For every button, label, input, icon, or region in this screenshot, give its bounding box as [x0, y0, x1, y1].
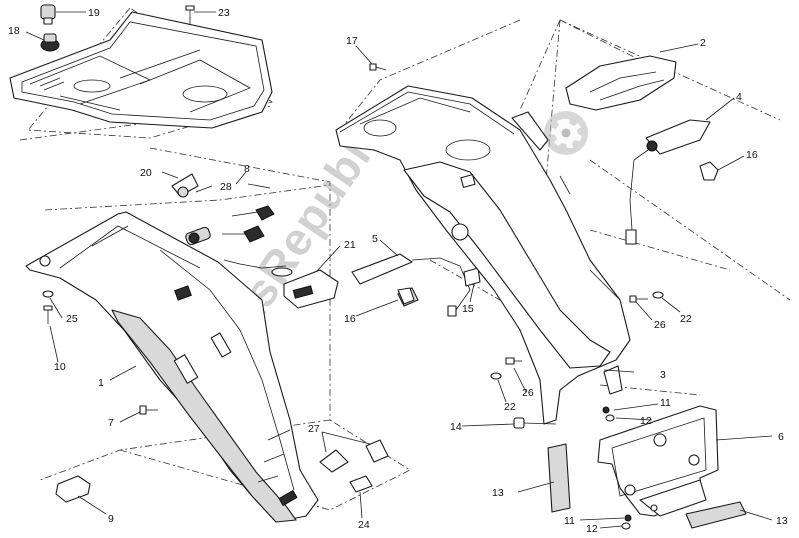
callout-7: 7: [108, 417, 114, 429]
part-indicator-4: [625, 119, 711, 245]
part-screw-26a: [629, 295, 648, 303]
part-harness-5: [351, 253, 471, 317]
part-fender-1: [25, 211, 319, 523]
part-lock-28: [185, 226, 211, 246]
part-keys-8: [222, 183, 275, 243]
callout-14: 14: [450, 421, 462, 433]
callout-5: 5: [372, 233, 378, 245]
callout-26b: 26: [522, 387, 534, 399]
part-screw-10: [43, 305, 53, 324]
part-latch-21: [223, 259, 339, 309]
part-rack: [9, 11, 273, 129]
part-nut-11a: [602, 406, 610, 414]
part-cover-9: [55, 475, 91, 503]
callout-12b: 12: [586, 523, 598, 535]
callout-20: 20: [140, 167, 152, 179]
part-reflector-13b: [685, 501, 747, 529]
part-washer-22a: [652, 291, 664, 299]
callout-15: 15: [462, 303, 474, 315]
callout-22a: 22: [680, 313, 692, 325]
callout-8: 8: [244, 163, 250, 175]
part-clip-20: [171, 173, 199, 198]
callout-16a: 16: [746, 149, 758, 161]
part-grommet-18: [40, 33, 60, 52]
part-bulb-16a: [699, 161, 719, 181]
part-washer-12a: [605, 414, 615, 422]
callout-13b: 13: [776, 515, 788, 527]
gear-icon: [544, 111, 588, 155]
callout-11b: 11: [564, 515, 575, 527]
part-clip-15: [463, 267, 481, 287]
part-bolt-23: [185, 5, 195, 26]
callout-11a: 11: [660, 397, 671, 409]
leader-lines: [25, 11, 773, 529]
callout-25: 25: [66, 313, 78, 325]
callout-23: 23: [218, 7, 230, 19]
callout-2: 2: [700, 37, 706, 49]
part-screw-26b: [505, 357, 522, 365]
part-nut-11b: [624, 514, 632, 522]
part-clip-24: [349, 475, 373, 493]
part-subframe: [335, 85, 631, 425]
callout-3: 3: [660, 369, 666, 381]
callout-22b: 22: [504, 401, 516, 413]
callout-labels: 19 23 18 17 2 4 16 8 20 28 21 5 15 16 25…: [8, 7, 788, 535]
callout-27: 27: [308, 423, 320, 435]
callout-19: 19: [88, 7, 100, 19]
part-taillight-2: [565, 55, 677, 111]
callout-16b: 16: [344, 313, 356, 325]
part-screw-7: [139, 405, 158, 415]
callout-6: 6: [778, 431, 784, 443]
callout-17: 17: [346, 35, 358, 47]
part-plate-holder-6: [597, 405, 719, 517]
part-washer-12b: [621, 522, 631, 530]
part-washer-22b: [490, 372, 502, 380]
callout-26a: 26: [654, 319, 666, 331]
callout-21: 21: [344, 239, 356, 251]
callout-28: 28: [220, 181, 232, 193]
part-bolt-14: [513, 417, 557, 429]
part-bracket-27: [319, 439, 389, 473]
callout-13a: 13: [492, 487, 504, 499]
part-knob-19: [40, 4, 56, 25]
callout-4: 4: [736, 91, 742, 103]
callout-12a: 12: [640, 415, 652, 427]
callout-9: 9: [108, 513, 114, 525]
callout-24: 24: [358, 519, 370, 531]
part-screw-17: [369, 63, 387, 71]
callout-10: 10: [54, 361, 66, 373]
callout-1: 1: [98, 377, 104, 389]
part-washer-25: [42, 290, 54, 298]
part-reflector-13a: [547, 443, 571, 513]
part-bulb-16b: [397, 287, 415, 305]
callout-18: 18: [8, 25, 20, 37]
